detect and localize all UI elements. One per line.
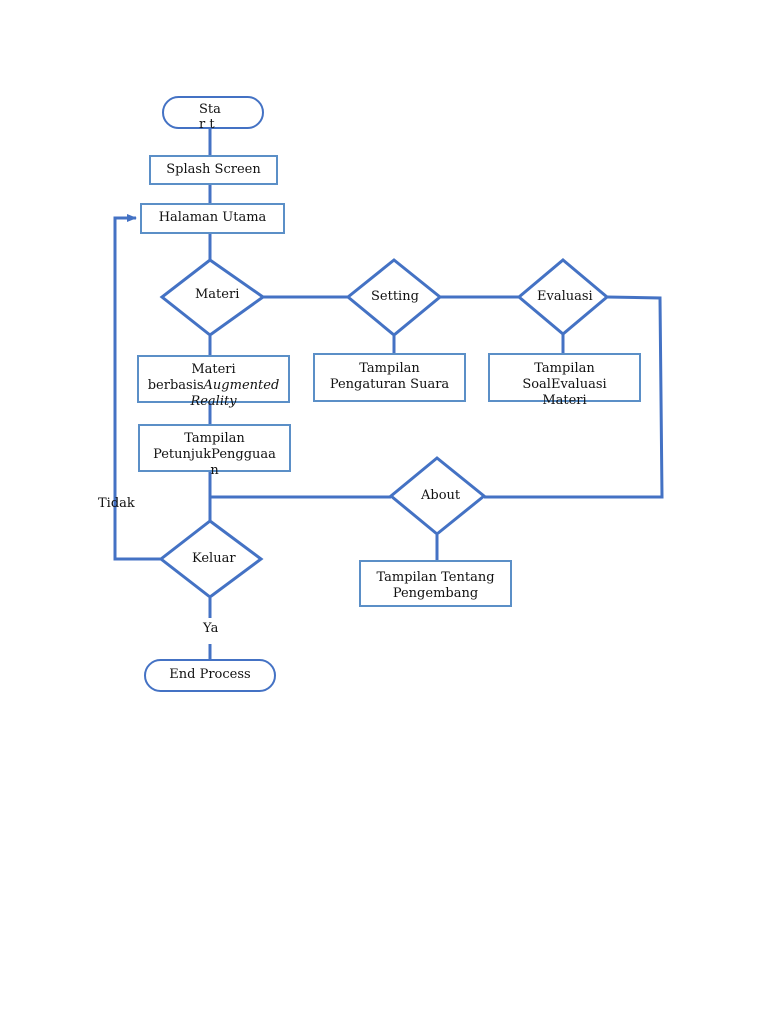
evaluasi-decision-label: Evaluasi — [537, 289, 593, 304]
about-decision-label: About — [421, 488, 461, 503]
decision-materi — [159, 258, 266, 337]
materi-ar-line2a: berbasis — [147, 378, 204, 393]
petunjuk-pengguna-box: Tampilan PetunjukPengguaa n — [138, 424, 291, 478]
setting-decision-label: Setting — [371, 289, 419, 304]
pengaturan-line1: Tampilan — [359, 361, 420, 376]
decision-keluar — [158, 519, 264, 599]
tentang-line1: Tampilan Tentang — [376, 570, 495, 585]
materi-ar-line2b: Augmented — [203, 378, 280, 393]
materi-ar-line2: berbasisAugmented — [139, 378, 288, 394]
pengaturan-suara-box: Tampilan Pengaturan Suara — [313, 353, 466, 402]
materi-decision-label: Materi — [195, 287, 240, 302]
soal-line1: Tampilan — [534, 361, 595, 376]
splash-screen-box: Splash Screen — [149, 155, 278, 185]
connector-evaluasi-about — [484, 295, 664, 499]
keluar-decision-label: Keluar — [192, 551, 236, 566]
ya-label: Ya — [203, 621, 219, 636]
tidak-label: Tidak — [98, 496, 135, 511]
pengaturan-line2: Pengaturan Suara — [329, 377, 450, 392]
end-label: End Process — [169, 667, 251, 682]
petunjuk-line2: PetunjukPengguaa — [153, 447, 276, 462]
tentang-pengembang-box: Tampilan Tentang Pengembang — [359, 560, 512, 607]
end-terminal: End Process — [144, 659, 276, 692]
soal-line2: SoalEvaluasi — [522, 377, 607, 392]
soal-line3: Materi — [542, 393, 587, 408]
materi-ar-line1: Materi — [191, 362, 236, 377]
tentang-line2: Pengembang — [392, 586, 479, 601]
start-terminal: Star t — [162, 96, 264, 132]
materi-ar-line3: Reality — [190, 394, 237, 409]
start-label: Star t — [199, 102, 221, 132]
decision-evaluasi — [516, 258, 610, 336]
halaman-utama-box: Halaman Utama — [140, 203, 285, 234]
petunjuk-line1: Tampilan — [184, 431, 245, 446]
decision-setting — [345, 258, 443, 337]
decision-about — [388, 456, 487, 536]
soal-evaluasi-box: Tampilan SoalEvaluasi Materi — [488, 353, 641, 408]
splash-screen-label: Splash Screen — [166, 162, 261, 177]
petunjuk-line3: n — [210, 463, 219, 478]
materi-ar-box: Materi berbasisAugmented Reality — [137, 355, 290, 409]
halaman-utama-label: Halaman Utama — [158, 210, 267, 225]
connector-tidak-loop — [113, 214, 161, 561]
